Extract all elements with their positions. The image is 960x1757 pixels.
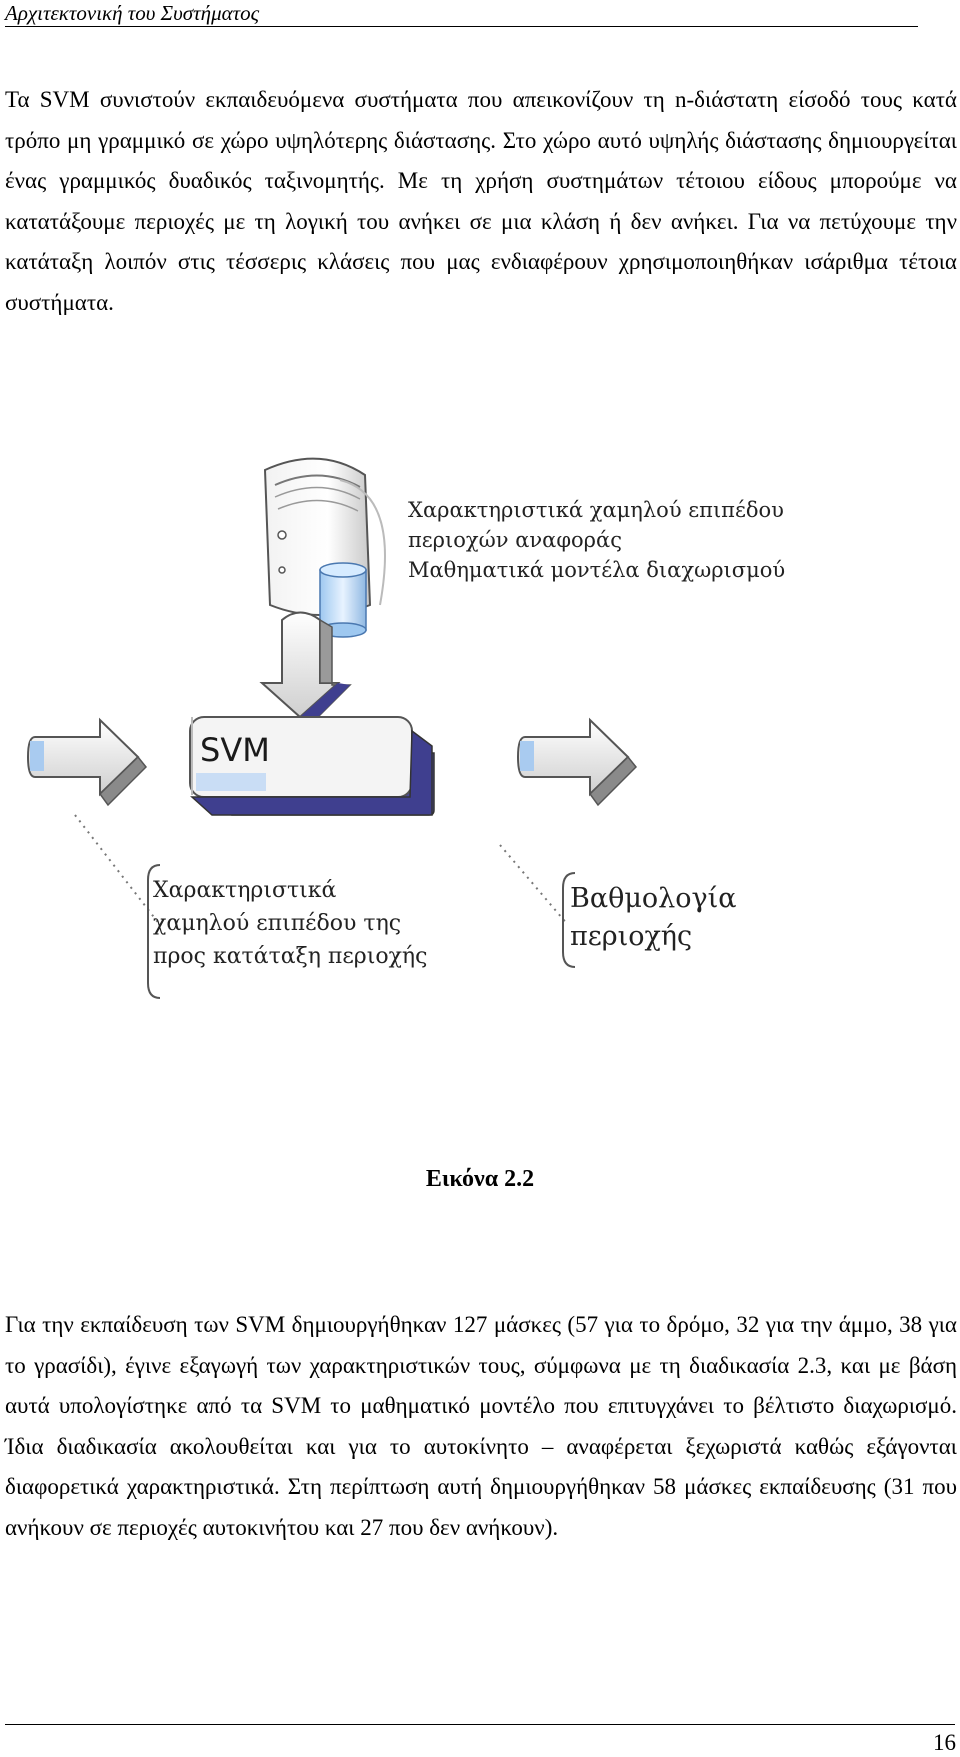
db-label-line2: περιοχών αναφοράς — [408, 528, 622, 552]
input-label-line1: Χαρακτηριστικά — [153, 878, 337, 903]
db-label-line1: Χαρακτηριστικά χαμηλού επιπέδου — [408, 498, 784, 522]
input-arrow-icon — [26, 717, 148, 807]
input-label-line3: προς κατάταξη περιοχής — [153, 944, 427, 969]
svm-label: SVM — [200, 731, 270, 769]
paragraph-intro: Τα SVM συνιστούν εκπαιδευόμενα συστήματα… — [5, 87, 957, 315]
paragraph-training: Για την εκπαίδευση των SVM δημιουργήθηκα… — [5, 1312, 957, 1540]
db-label-line3: Μαθηματικά μοντέλα διαχωρισμού — [408, 558, 785, 582]
down-arrow-icon — [259, 611, 352, 724]
figure-caption: Εικόνα 2.2 — [425, 1166, 535, 1192]
svm-architecture-figure: Χαρακτηριστικά χαμηλού επιπέδου περιοχών… — [26, 457, 785, 999]
page-header: Αρχιτεκτονική του Συστήματος — [5, 0, 918, 27]
input-label-bracket — [147, 864, 161, 999]
database-cylinder-icon — [319, 562, 367, 638]
footer-rule — [5, 1724, 955, 1725]
output-label-line2: περιοχής — [570, 921, 692, 952]
header-title: Αρχιτεκτονική του Συστήματος — [5, 1, 260, 25]
output-connector-line — [499, 844, 569, 926]
input-label-line2: χαμηλού επιπέδου της — [153, 911, 401, 936]
output-label-bracket — [562, 872, 576, 968]
svm-box — [189, 716, 435, 816]
output-label-line1: Βαθμολογία — [570, 883, 736, 914]
page-number: 16 — [933, 1730, 956, 1755]
output-arrow-icon — [516, 717, 638, 807]
